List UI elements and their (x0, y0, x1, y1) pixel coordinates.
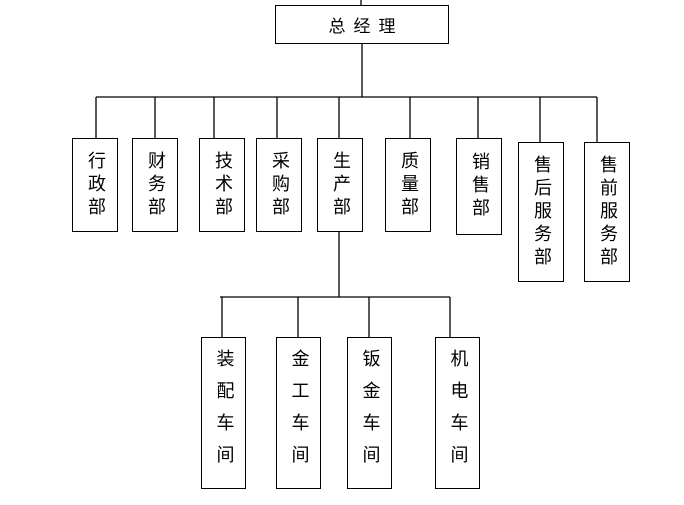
general-manager-box: 总经理 (275, 5, 449, 44)
workshop-box-sheet-metal: 钣金车间 (347, 337, 392, 489)
department-label: 质量部 (398, 150, 419, 220)
department-box-purchasing: 采购部 (256, 138, 302, 232)
department-label: 采购部 (269, 150, 290, 220)
department-box-after-sales-service: 售后服务部 (518, 142, 564, 282)
workshop-box-electromechanical: 机电车间 (435, 337, 480, 489)
department-box-sales: 销售部 (456, 138, 502, 235)
workshop-label: 金工车间 (288, 349, 310, 477)
department-box-admin: 行政部 (72, 138, 118, 232)
department-box-pre-sales-service: 售前服务部 (584, 142, 630, 282)
general-manager-label: 总经理 (328, 17, 404, 37)
department-box-quality: 质量部 (385, 138, 431, 232)
department-label: 技术部 (212, 150, 233, 220)
department-label: 财务部 (145, 150, 166, 220)
department-label: 销售部 (469, 152, 490, 221)
department-box-production: 生产部 (317, 138, 363, 232)
department-label: 售后服务部 (531, 154, 552, 270)
workshop-label: 机电车间 (447, 349, 469, 477)
workshop-box-assembly: 装配车间 (201, 337, 246, 489)
workshop-box-metalworking: 金工车间 (276, 337, 321, 489)
department-label: 行政部 (85, 150, 106, 220)
workshop-label: 钣金车间 (359, 349, 381, 477)
department-box-finance: 财务部 (132, 138, 178, 232)
department-box-technology: 技术部 (199, 138, 245, 232)
workshop-label: 装配车间 (213, 349, 235, 477)
department-label: 生产部 (330, 150, 351, 220)
department-label: 售前服务部 (597, 154, 618, 270)
